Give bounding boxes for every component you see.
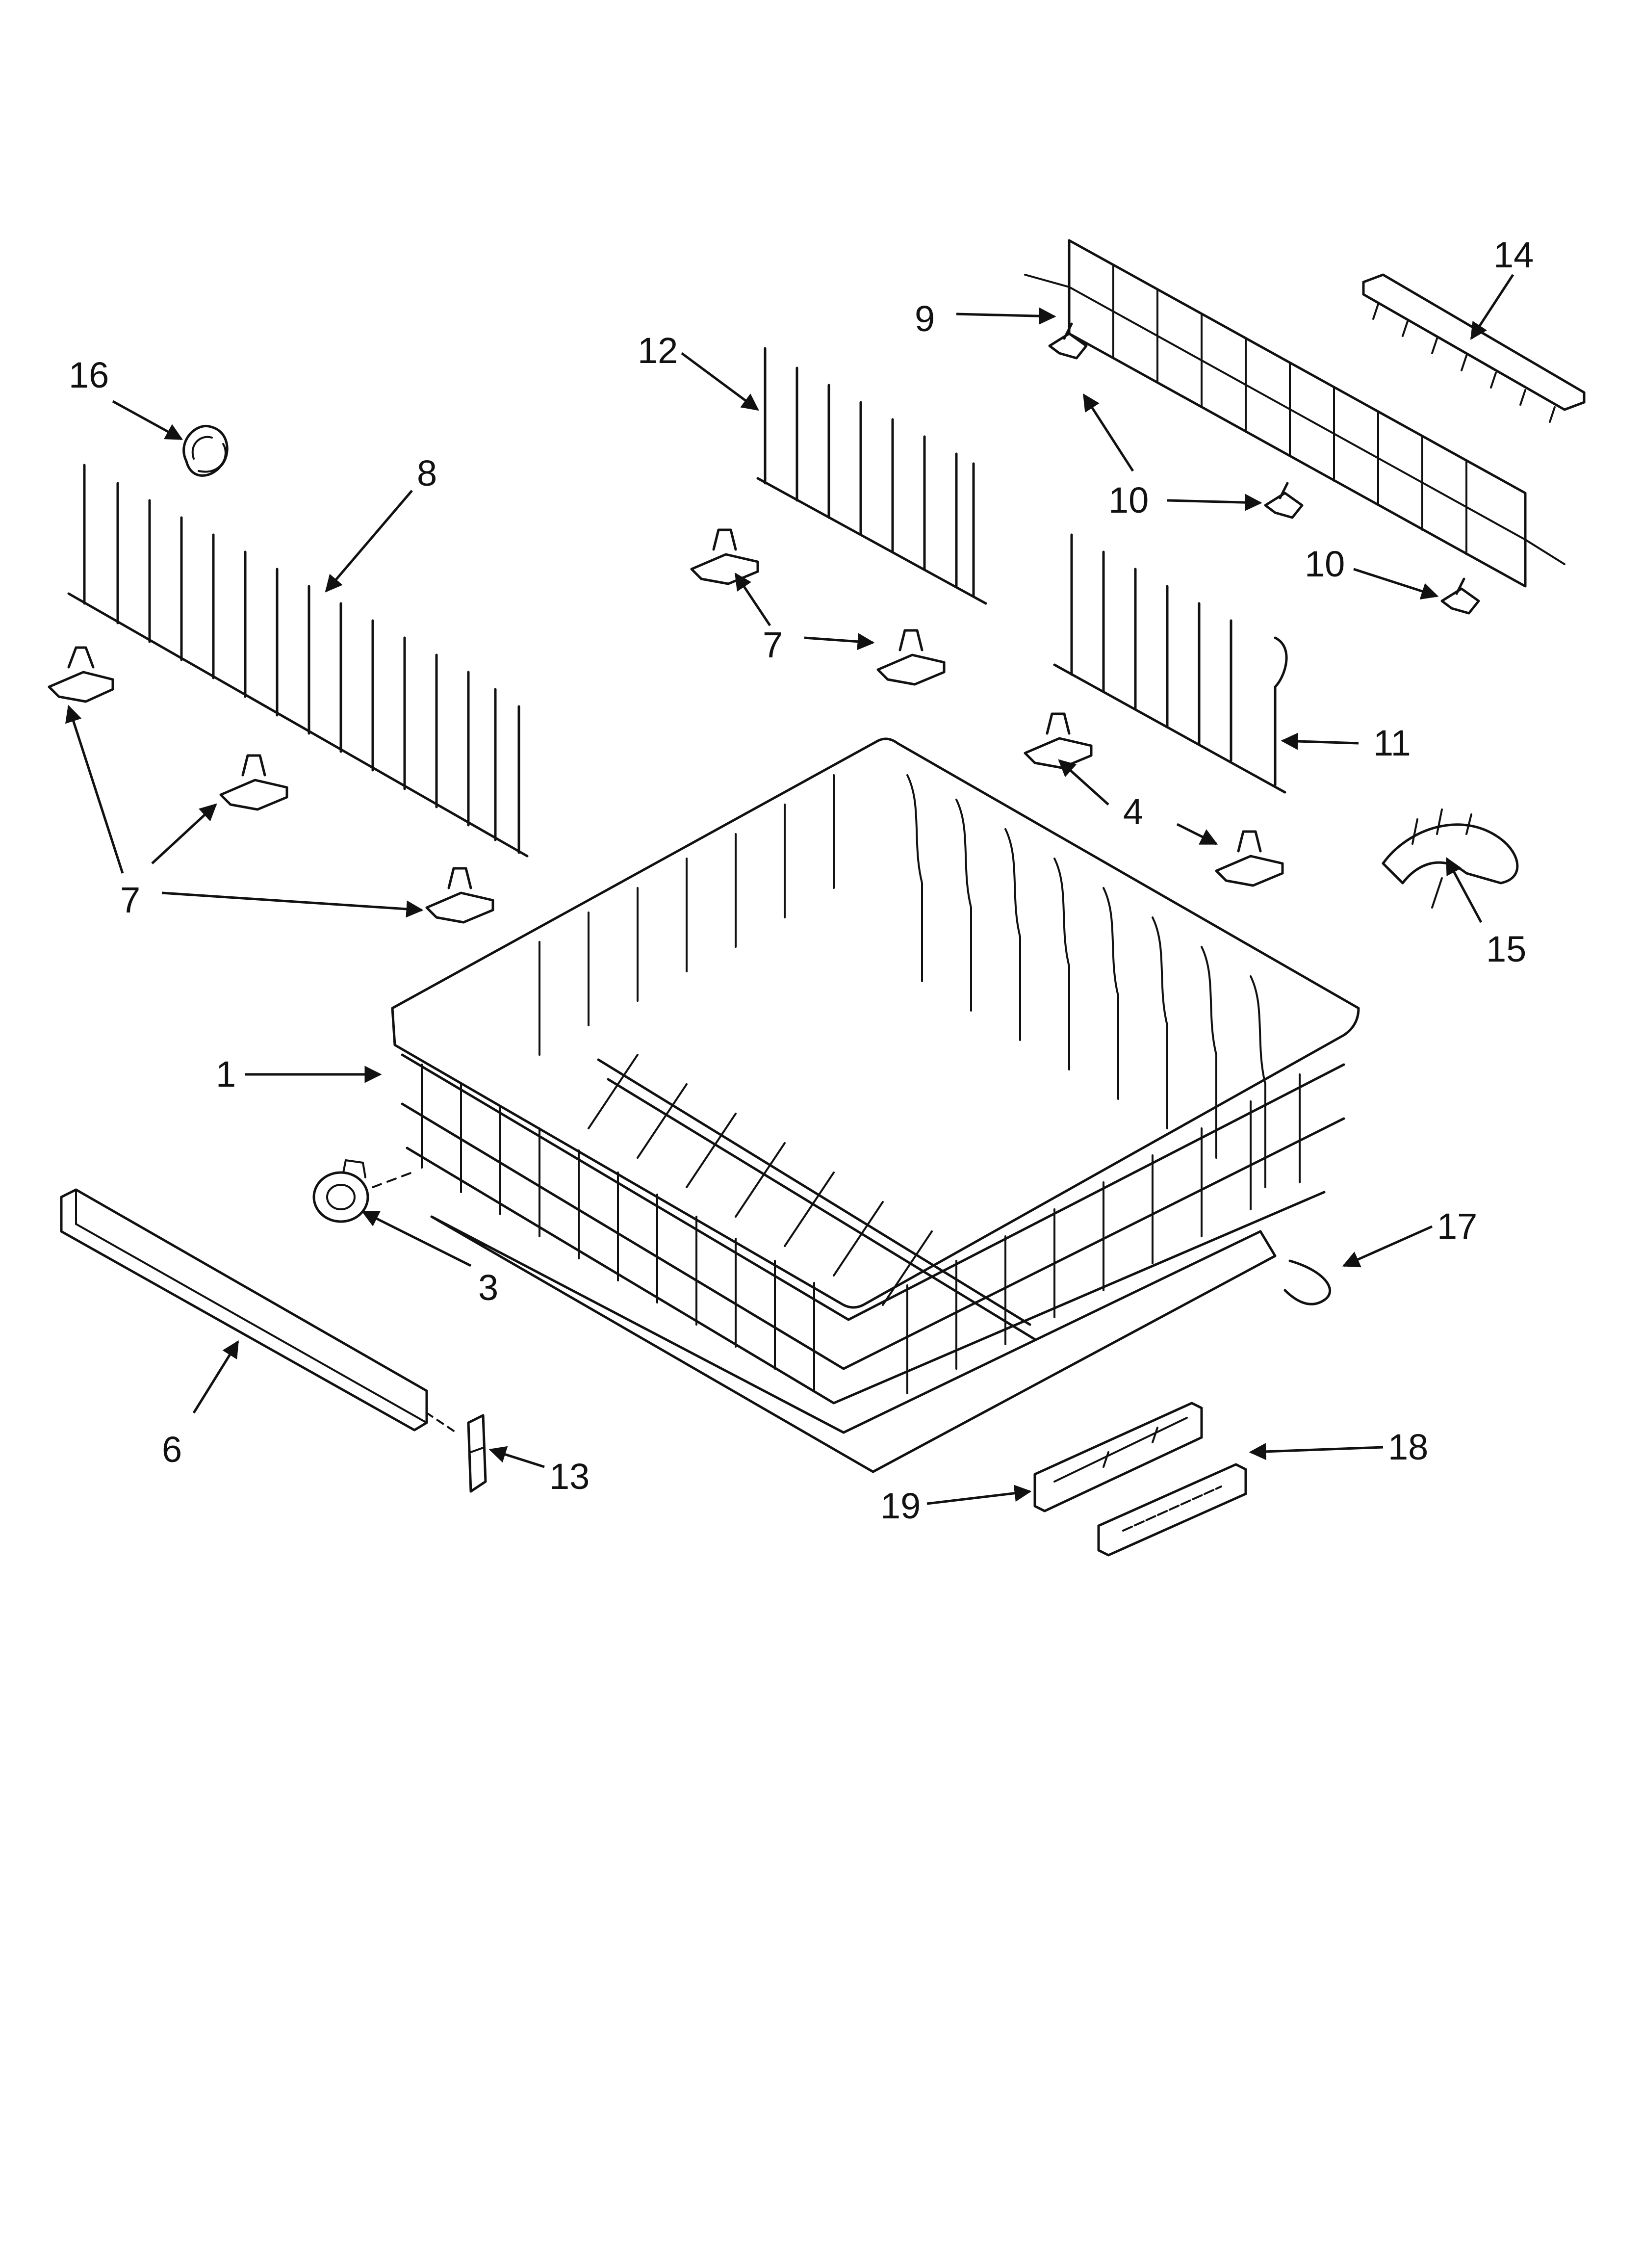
clip-part-4-a xyxy=(1024,712,1093,769)
callout-12: 12 xyxy=(638,330,678,371)
callout-19: 19 xyxy=(880,1486,921,1526)
callout-4: 4 xyxy=(1123,791,1143,832)
leader-14 xyxy=(1470,274,1514,340)
clip-part-mid-2 xyxy=(876,629,946,686)
leader-18 xyxy=(1249,1443,1384,1460)
leader-15 xyxy=(1445,857,1483,923)
handle-frame-part xyxy=(1033,1402,1203,1512)
wheel-part xyxy=(312,1159,413,1223)
clip-part-10-b xyxy=(1264,482,1304,519)
leader-4-2 xyxy=(1176,823,1218,845)
clip-part-left-1 xyxy=(48,646,114,703)
hook-part xyxy=(1283,1259,1331,1305)
callout-15: 15 xyxy=(1486,929,1526,969)
callout-10-lower: 10 xyxy=(1305,544,1345,584)
callout-16: 16 xyxy=(69,355,109,395)
leader-10a-2 xyxy=(1167,494,1262,511)
leader-3 xyxy=(361,1210,472,1267)
callout-8: 8 xyxy=(417,453,437,494)
clip-part-mid-1 xyxy=(690,528,759,585)
tine-row-middle-part xyxy=(756,347,987,605)
callout-17: 17 xyxy=(1437,1206,1477,1247)
tine-row-left-part xyxy=(67,464,529,858)
leader-6 xyxy=(192,1340,239,1414)
callout-6: 6 xyxy=(162,1429,182,1470)
leader-11 xyxy=(1281,732,1359,750)
rail-part xyxy=(60,1188,457,1434)
leader-17 xyxy=(1342,1225,1433,1268)
leader-10a-1 xyxy=(1082,393,1134,472)
callout-11: 11 xyxy=(1373,723,1411,763)
callout-13: 13 xyxy=(549,1456,590,1497)
clip-part-4-b xyxy=(1215,830,1284,887)
leader-16 xyxy=(112,400,183,441)
dishrack-basket-part xyxy=(391,737,1360,1473)
leader-19 xyxy=(926,1485,1032,1505)
end-stop-part xyxy=(467,1414,487,1493)
callout-14: 14 xyxy=(1493,235,1534,275)
leader-7a-3 xyxy=(161,891,424,918)
coil-clip-part xyxy=(182,425,229,477)
hook-bar-part xyxy=(1362,273,1586,423)
callout-7-left: 7 xyxy=(120,880,140,920)
callout-1: 1 xyxy=(216,1054,236,1095)
handle-part xyxy=(1097,1463,1247,1557)
leader-8 xyxy=(325,490,413,593)
leader-7a-2 xyxy=(151,803,217,864)
leader-7b-2 xyxy=(804,633,875,651)
callout-9: 9 xyxy=(915,298,935,339)
clip-part-left-3 xyxy=(425,867,494,924)
callout-7-middle: 7 xyxy=(763,625,783,665)
tine-row-right-part xyxy=(1053,533,1288,794)
callout-3: 3 xyxy=(478,1267,498,1308)
leader-10b xyxy=(1353,568,1439,600)
leader-lines xyxy=(65,274,1514,1505)
bracket-part xyxy=(1382,808,1519,909)
leader-13 xyxy=(488,1446,545,1468)
callout-18: 18 xyxy=(1388,1427,1428,1467)
clip-part-10-a xyxy=(1048,322,1088,360)
grid-panel-part xyxy=(1024,239,1565,588)
leader-7a-1 xyxy=(65,704,124,874)
leader-9 xyxy=(956,307,1056,325)
clip-part-10-c xyxy=(1440,577,1480,615)
clip-part-left-2 xyxy=(219,754,288,811)
leader-4-1 xyxy=(1058,759,1109,806)
leader-12 xyxy=(681,352,759,411)
callout-10-upper: 10 xyxy=(1108,480,1149,521)
leader-7b-1 xyxy=(734,573,771,626)
callout-labels: 16 8 7 12 7 9 10 10 14 11 4 15 1 3 6 13 … xyxy=(69,235,1534,1526)
